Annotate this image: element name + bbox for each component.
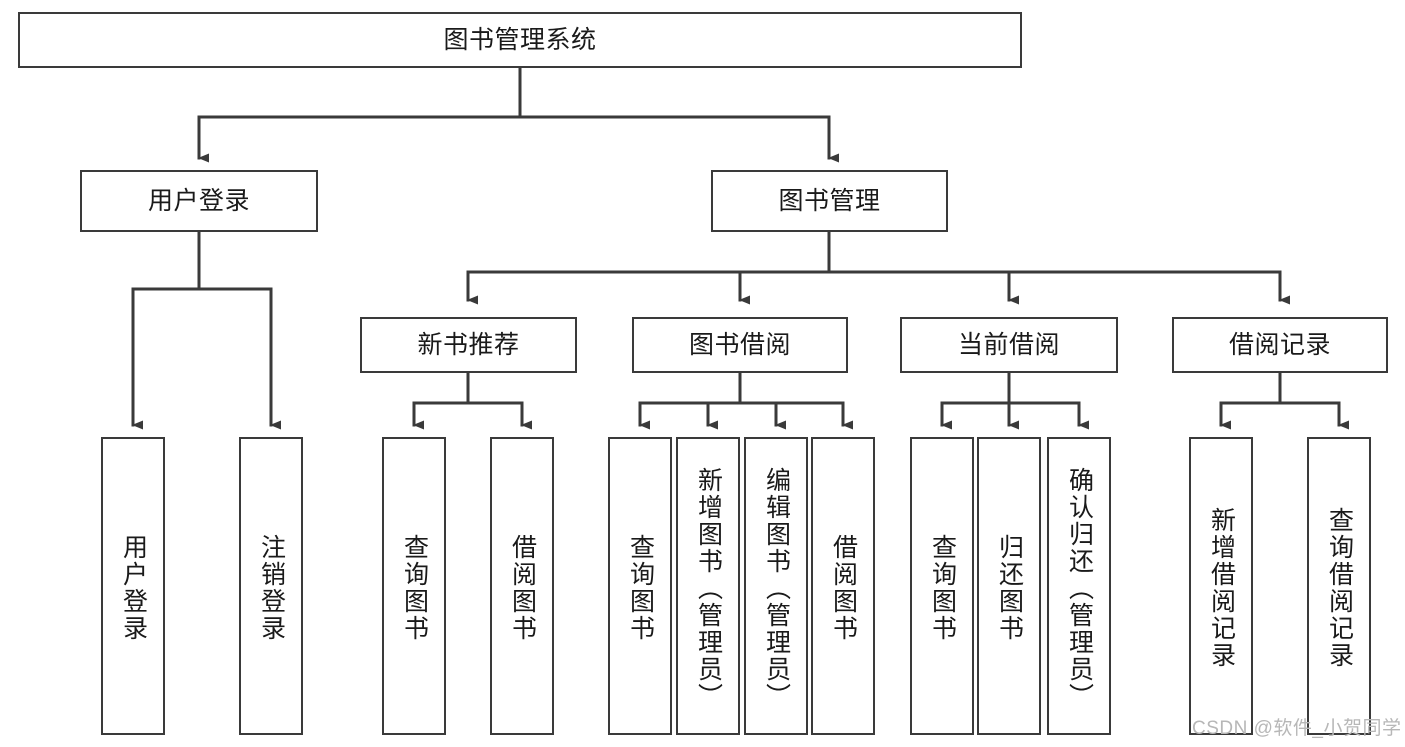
node-borrow-record[interactable]: 借阅记录	[1172, 317, 1388, 373]
node-label: 图书借阅	[688, 331, 791, 359]
node-label: 图书管理	[778, 187, 881, 215]
node-user-login[interactable]: 用户登录	[80, 170, 318, 232]
node-current-borrow[interactable]: 当前借阅	[900, 317, 1118, 373]
node-label: 当前借阅	[957, 331, 1060, 359]
leaf-return-book[interactable]: 归还图书	[977, 437, 1041, 735]
node-label: 归还图书	[995, 534, 1024, 642]
node-label: 新增图书（管理员）	[694, 466, 723, 710]
node-label: 借阅图书	[508, 534, 537, 642]
node-label: 查询借阅记录	[1325, 507, 1354, 669]
node-label: 新书推荐	[417, 331, 520, 359]
node-label: 用户登录	[147, 187, 250, 215]
leaf-query-book-current[interactable]: 查询图书	[910, 437, 974, 735]
node-root[interactable]: 图书管理系统	[18, 12, 1022, 68]
leaf-add-book-admin[interactable]: 新增图书（管理员）	[676, 437, 740, 735]
leaf-add-borrow-record[interactable]: 新增借阅记录	[1189, 437, 1253, 735]
node-label: 编辑图书（管理员）	[762, 466, 791, 710]
leaf-query-book-borrow[interactable]: 查询图书	[608, 437, 672, 735]
node-label: 借阅记录	[1228, 331, 1331, 359]
node-label: 查询图书	[928, 534, 957, 642]
node-label: 借阅图书	[829, 534, 858, 642]
leaf-query-borrow-record[interactable]: 查询借阅记录	[1307, 437, 1371, 735]
node-book-management[interactable]: 图书管理	[711, 170, 948, 232]
watermark: CSDN @软件_小贺同学	[1192, 718, 1402, 739]
node-label: 新增借阅记录	[1207, 507, 1236, 669]
node-label: 用户登录	[119, 534, 148, 642]
node-label: 确认归还（管理员）	[1065, 466, 1094, 710]
leaf-query-book-recommend[interactable]: 查询图书	[382, 437, 446, 735]
node-label: 注销登录	[257, 534, 286, 642]
node-new-book-recommend[interactable]: 新书推荐	[360, 317, 577, 373]
leaf-user-login[interactable]: 用户登录	[101, 437, 165, 735]
node-label: 图书管理系统	[443, 26, 597, 54]
node-label: 查询图书	[626, 534, 655, 642]
leaf-edit-book-admin[interactable]: 编辑图书（管理员）	[744, 437, 808, 735]
leaf-borrow-book-borrow[interactable]: 借阅图书	[811, 437, 875, 735]
leaf-borrow-book-recommend[interactable]: 借阅图书	[490, 437, 554, 735]
leaf-confirm-return-admin[interactable]: 确认归还（管理员）	[1047, 437, 1111, 735]
node-label: 查询图书	[400, 534, 429, 642]
node-book-borrow[interactable]: 图书借阅	[632, 317, 848, 373]
leaf-logout[interactable]: 注销登录	[239, 437, 303, 735]
